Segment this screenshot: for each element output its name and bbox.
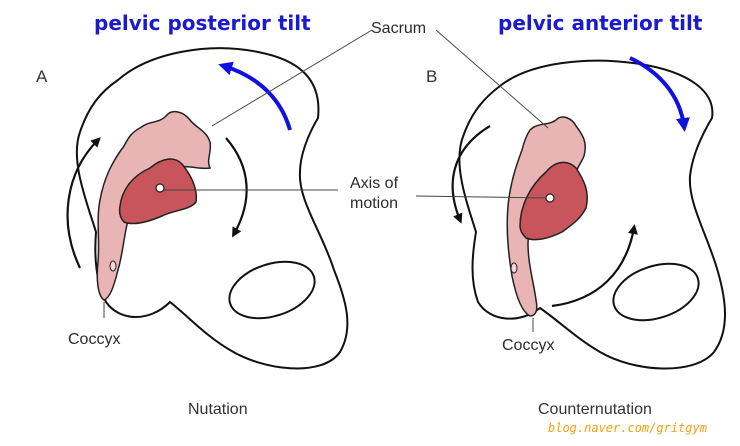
right-title: pelvic anterior tilt xyxy=(498,11,703,35)
anterior-tilt-arrow xyxy=(629,56,690,132)
pelvis-a xyxy=(66,47,349,370)
nutation-caption: Nutation xyxy=(188,401,248,418)
coccyx-label-b: Coccyx xyxy=(502,337,554,354)
left-title: pelvic posterior tilt xyxy=(94,11,311,35)
nutation-arrow-upward-a xyxy=(66,137,101,269)
pelvis-b xyxy=(451,56,726,370)
coccyx-label-a: Coccyx xyxy=(68,331,120,348)
obturator-foramen-a xyxy=(228,260,316,320)
pelvis-b-outline xyxy=(458,59,726,370)
axis-of-motion-label-line1: Axis of xyxy=(350,175,399,192)
blog-watermark: blog.naver.com/gritgym xyxy=(548,421,707,435)
counternutation-arrow-upward-b xyxy=(551,224,638,308)
sacral-foramen-b xyxy=(510,262,518,274)
panel-a-letter: A xyxy=(36,67,48,86)
axis-of-motion-label-line2: motion xyxy=(350,195,398,212)
counternutation-caption: Counternutation xyxy=(538,401,652,418)
axis-leader-b xyxy=(415,195,547,199)
nutation-arrow-downward-a xyxy=(225,137,248,238)
panel-b-letter: B xyxy=(426,67,437,86)
axis-point-a xyxy=(155,183,165,193)
axis-point-b xyxy=(545,193,555,203)
sacrum-body-b xyxy=(519,161,588,241)
sacrum-leader-b xyxy=(435,29,549,129)
sacrum-label: Sacrum xyxy=(371,20,426,37)
sacral-foramen-a xyxy=(109,260,117,272)
sacrum-leader-a xyxy=(211,29,373,127)
obturator-foramen-b xyxy=(612,262,700,322)
counternutation-arrow-downward-b xyxy=(451,125,491,224)
